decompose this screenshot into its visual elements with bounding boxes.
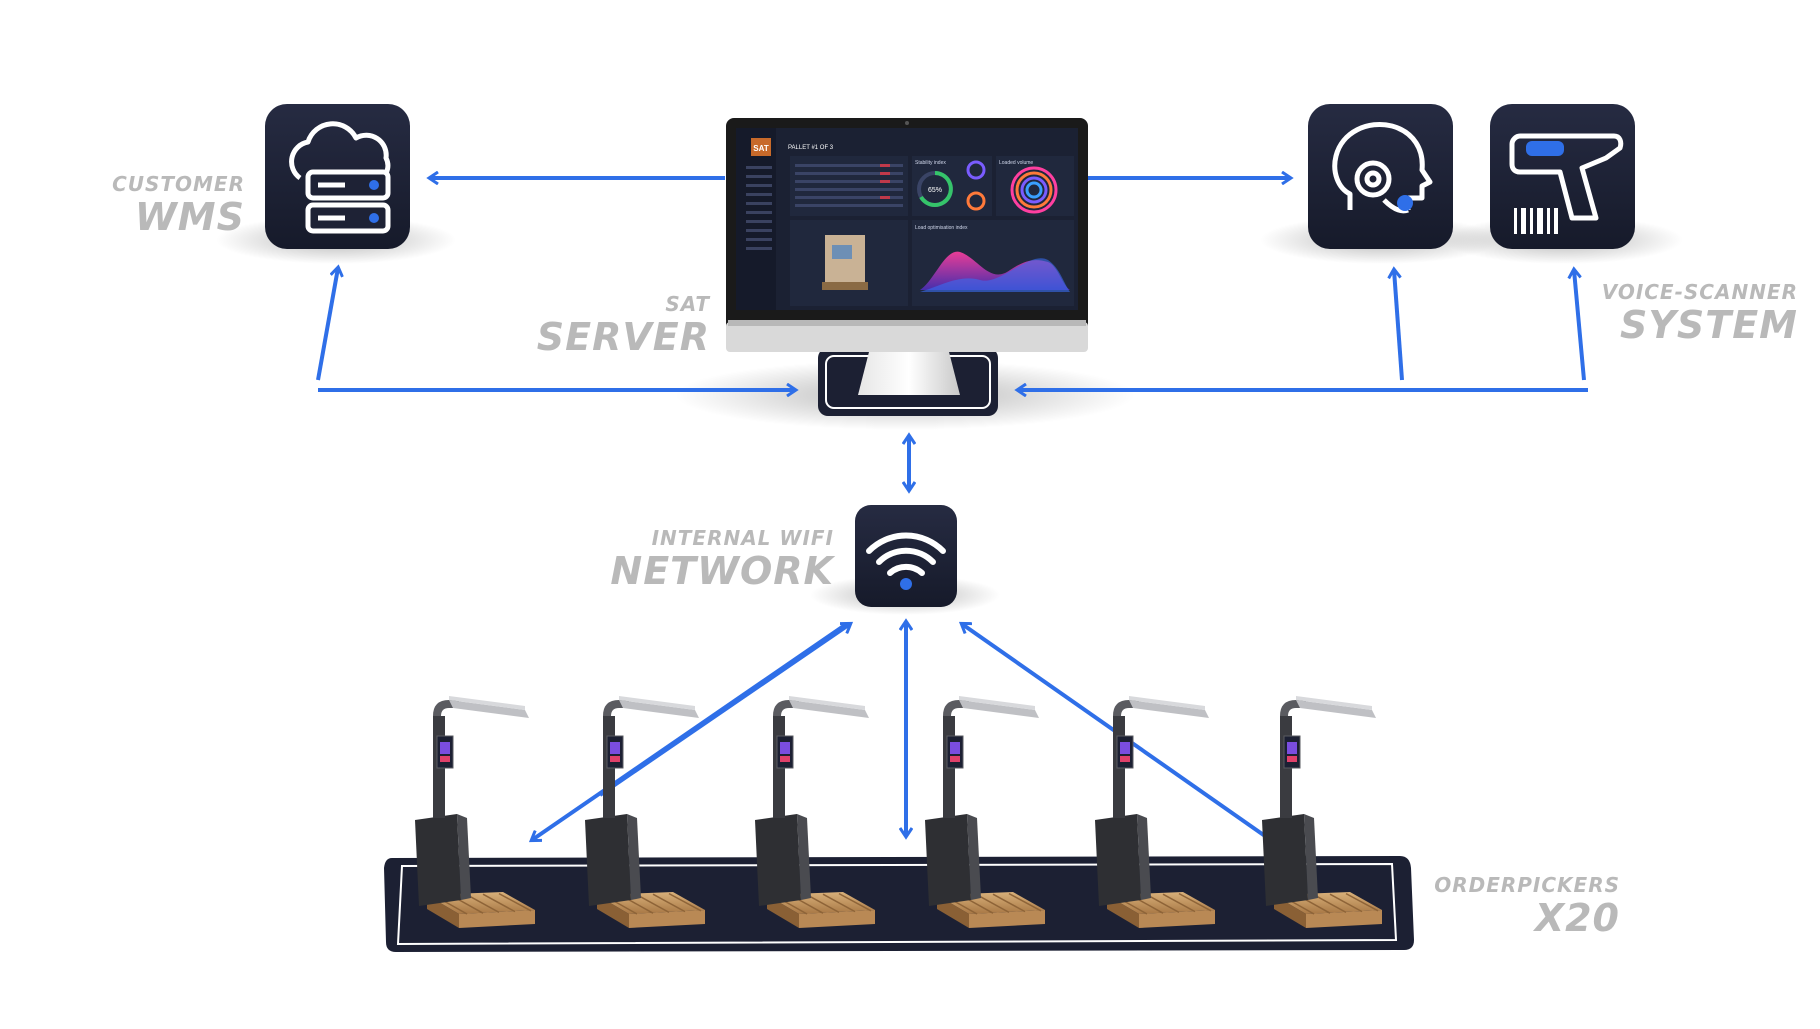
arrow-bus-to-wms — [316, 268, 338, 381]
wms-label: CUSTOMER WMS — [112, 174, 245, 236]
dashboard-screen: SAT PALLET #1 OF 3 — [736, 128, 1078, 310]
server-label-small: SAT — [665, 292, 710, 316]
wms-tile — [265, 104, 410, 249]
screen-stability-value: 65% — [928, 187, 942, 194]
screen-logo: SAT — [753, 144, 769, 153]
network-label-big: NETWORK — [610, 549, 834, 593]
voice-headset-tile — [1308, 104, 1453, 249]
barcode-scanner-icon — [1509, 133, 1624, 234]
wms-label-small: CUSTOMER — [112, 172, 245, 196]
server-label-big: SERVER — [536, 315, 710, 359]
orderpicker-station — [755, 696, 875, 928]
wifi-tile — [855, 505, 957, 607]
network-label-small: INTERNAL WIFI — [651, 526, 834, 550]
orderpicker-station — [1095, 696, 1215, 928]
voice-label-big: SYSTEM — [1620, 303, 1798, 347]
orderpicker-station — [585, 696, 705, 928]
pickers-label-big: X20 — [1534, 896, 1620, 940]
pickers-label: ORDERPICKERS X20 — [1434, 875, 1620, 937]
voice-label: VOICE-SCANNER SYSTEM — [1602, 282, 1798, 344]
arrow-picker-left-up — [598, 624, 850, 797]
cloud-server-icon — [289, 121, 391, 234]
pickers-label-small: ORDERPICKERS — [1434, 873, 1620, 897]
orderpicker-station — [415, 696, 535, 928]
server-monitor: SAT PALLET #1 OF 3 — [726, 118, 1088, 416]
screen-optimisation-title: Load optimisation index — [915, 225, 968, 231]
orderpicker-platform — [384, 856, 1414, 952]
orderpicker-stations — [415, 696, 1382, 928]
orderpicker-station — [925, 696, 1045, 928]
screen-volume-title: Loaded volume — [999, 160, 1033, 166]
network-label: INTERNAL WIFI NETWORK — [610, 528, 834, 590]
screen-stability-title: Stability index — [915, 160, 946, 166]
server-label: SAT SERVER — [537, 294, 710, 356]
arrow-bus-to-scanner — [1574, 270, 1586, 381]
screen-pallet-title: PALLET #1 OF 3 — [788, 145, 834, 151]
voice-scanner-tile — [1490, 104, 1635, 249]
voice-label-small: VOICE-SCANNER — [1601, 280, 1798, 304]
orderpicker-station — [1262, 696, 1382, 928]
arrow-bus-to-headset — [1394, 270, 1404, 381]
wms-label-big: WMS — [134, 195, 245, 239]
wifi-icon — [866, 532, 946, 576]
